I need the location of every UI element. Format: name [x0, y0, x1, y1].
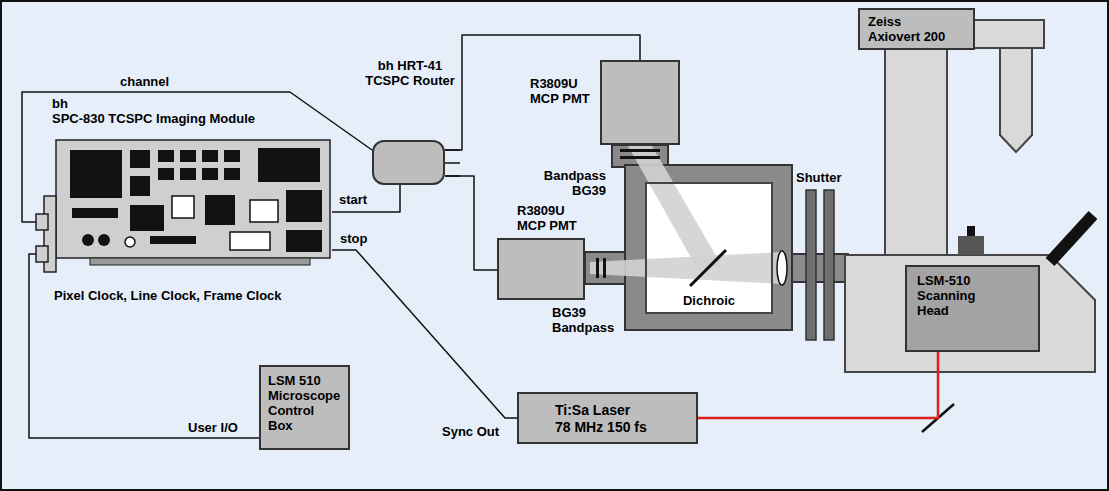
scanning-head-box: LSM-510 Scanning Head: [905, 265, 1040, 352]
edge-connector: [90, 258, 310, 265]
eyepiece: [1000, 48, 1032, 152]
node-text: SPC-830 TCSPC Imaging Module: [52, 111, 322, 126]
node-text: Ti:Sa Laser: [555, 402, 685, 419]
control-box: LSM 510 Microscope Control Box: [259, 365, 350, 450]
imaging-module: bhSPC-830 TCSPC Imaging Module: [34, 96, 332, 274]
capacitor: [125, 237, 135, 247]
card-outline: [36, 140, 332, 272]
chip: [158, 168, 174, 180]
part-label: Shutter: [794, 170, 844, 185]
chip: [286, 190, 322, 222]
microscope-base: [845, 255, 1095, 372]
signal-cable: [29, 254, 259, 438]
chip: [130, 205, 164, 231]
dichroic-mirror: [690, 250, 726, 286]
pmt-detector: R3809U MCP PMT: [528, 60, 680, 145]
chip: [130, 176, 150, 196]
light-beam: [590, 252, 782, 284]
signal-label: stop: [338, 231, 369, 246]
detector-housing-text-block: Dichroic: [654, 293, 764, 308]
tcspc-router-heading: bh HRT-41 TCSPC Router: [364, 58, 456, 88]
tcspc-router: bh HRT-41 TCSPC Router: [362, 58, 458, 186]
microscope-column: [885, 48, 947, 258]
bandpass-filter: [596, 258, 599, 278]
microscope-label-box-text-block: Zeiss Axiovert 200: [868, 14, 950, 44]
node-text: bh: [52, 96, 322, 111]
signal-cable: [22, 92, 372, 222]
pmt-detector: R3809U MCP PMT: [497, 203, 585, 300]
lens: [777, 251, 787, 285]
node-text: LSM 510 Microscope Control Box: [268, 373, 341, 433]
microscope-arm: [974, 20, 1044, 48]
bandpass-filter: [603, 258, 606, 278]
chip: [172, 196, 194, 218]
node-text: LSM-510 Scanning Head: [917, 273, 1003, 318]
router-port: [445, 162, 460, 164]
bandpass-filter: [620, 149, 660, 152]
chip: [158, 150, 174, 162]
part-label: BG39 Bandpass: [550, 305, 620, 335]
laser-box: Ti:Sa Laser78 MHz 150 fs: [517, 392, 698, 444]
chip: [250, 200, 278, 222]
router-box: [372, 140, 445, 185]
pmt-detector-heading: R3809U MCP PMT: [530, 76, 594, 106]
part-label: Bandpass BG39: [538, 168, 608, 198]
card-socket: [36, 246, 48, 262]
chip: [70, 150, 122, 198]
chip: [180, 168, 196, 180]
chip: [224, 150, 240, 162]
capacitor: [98, 234, 110, 246]
detector-housing: Dichroic: [645, 182, 773, 314]
pmt-box: [497, 238, 585, 300]
node-text: R3809U MCP PMT: [530, 76, 594, 106]
signal-label: Pixel Clock, Line Clock, Frame Clock: [52, 288, 284, 303]
objective: [958, 236, 984, 255]
chip: [258, 148, 320, 182]
chip: [150, 236, 196, 244]
lamp-arm: [1050, 215, 1093, 262]
node-text: Zeiss Axiovert 200: [868, 14, 950, 44]
node-text: Dichroic: [654, 293, 764, 308]
laser-box-text-block: Ti:Sa Laser78 MHz 150 fs: [555, 402, 685, 436]
pmt-detector-heading: R3809U MCP PMT: [517, 203, 581, 233]
imaging-module-heading: bhSPC-830 TCSPC Imaging Module: [52, 96, 322, 126]
signal-cable: [445, 176, 497, 270]
chip: [230, 232, 270, 250]
chip: [224, 168, 240, 180]
laser-beam: [698, 352, 938, 418]
chip: [72, 208, 118, 218]
signal-label: start: [337, 192, 369, 207]
chip: [202, 168, 218, 180]
coupling-tube: [792, 254, 848, 282]
chip: [180, 150, 196, 162]
light-beam: [628, 146, 722, 270]
card-socket: [36, 214, 48, 230]
chip: [205, 195, 235, 225]
bandpass-filter: [620, 156, 660, 159]
node-text: R3809U MCP PMT: [517, 203, 581, 233]
chip: [286, 230, 322, 252]
signal-label: channel: [118, 74, 171, 89]
chip: [130, 150, 150, 168]
scanning-head-box-text-block: LSM-510 Scanning Head: [917, 273, 1003, 318]
signal-cable: [332, 250, 517, 418]
microscope-label-box: Zeiss Axiovert 200: [858, 8, 975, 50]
node-text: bh HRT-41 TCSPC Router: [364, 58, 456, 88]
shutter-plate: [824, 190, 834, 340]
objective: [967, 226, 975, 236]
signal-cable: [332, 185, 400, 212]
chip: [202, 150, 218, 162]
pmt-box: [600, 60, 680, 145]
capacitor: [82, 234, 94, 246]
control-box-text-block: LSM 510 Microscope Control Box: [268, 373, 341, 433]
shutter-plate: [806, 190, 816, 340]
part-label: Sync Out: [440, 424, 501, 439]
node-text: 78 MHz 150 fs: [555, 419, 685, 436]
part-label: User I/O: [186, 420, 240, 435]
circuit-board: [56, 140, 330, 258]
